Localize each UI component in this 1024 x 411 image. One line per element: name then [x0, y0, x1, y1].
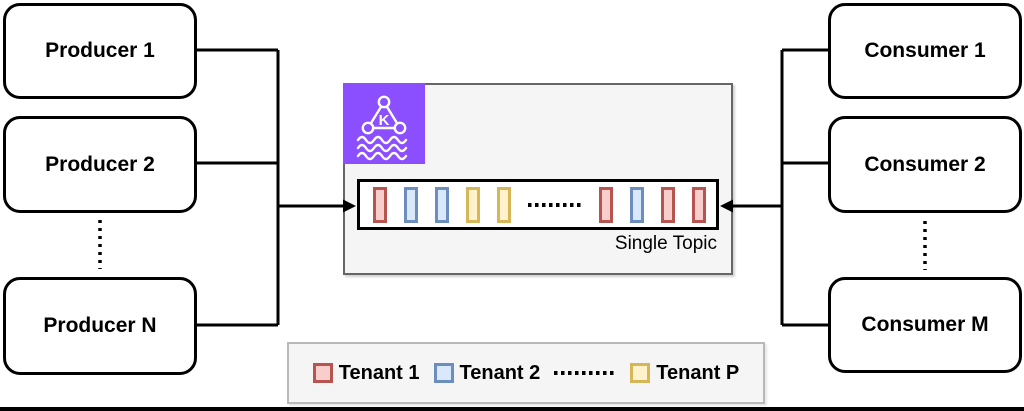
- consumer-m-box: Consumer M: [828, 277, 1022, 373]
- bottom-border-bar: [0, 407, 1024, 411]
- consumer-m-label: Consumer M: [861, 313, 989, 336]
- legend-swatch-tenantP: [630, 363, 651, 383]
- legend-item-tenant-2: Tenant 2: [433, 361, 541, 385]
- topic-messages: [373, 186, 706, 223]
- message-tenantP: [466, 186, 480, 223]
- message-tenant1: [661, 186, 675, 223]
- consumer-1-box: Consumer 1: [828, 3, 1022, 99]
- message-tenantP: [497, 186, 511, 223]
- consumer-1-label: Consumer 1: [864, 39, 986, 62]
- message-tenant2: [404, 186, 418, 223]
- producer-1-label: Producer 1: [45, 39, 155, 62]
- message-tenant2: [435, 186, 449, 223]
- single-topic-label: Single Topic: [614, 233, 717, 254]
- consumer-2-box: Consumer 2: [828, 116, 1022, 213]
- producer-2-label: Producer 2: [45, 152, 155, 176]
- message-tenant1: [599, 186, 613, 223]
- legend-label-tenantP: Tenant P: [656, 361, 740, 384]
- single-topic-box: [357, 179, 719, 230]
- producer-1-box: Producer 1: [3, 3, 197, 99]
- kafka-letter: K: [379, 112, 390, 129]
- topic-ellipsis-dots: [528, 202, 582, 207]
- legend-label-tenant1: Tenant 1: [338, 361, 420, 384]
- legend-swatch-tenant1: [312, 363, 333, 383]
- kafka-msk-icon: K: [343, 83, 425, 164]
- producer-n-label: Producer N: [43, 314, 157, 337]
- message-tenant2: [630, 186, 644, 223]
- legend-swatch-tenant2: [433, 363, 454, 383]
- legend-label-tenant2: Tenant 2: [459, 361, 541, 384]
- producer-2-box: Producer 2: [3, 116, 197, 213]
- legend-item-tenant-1: Tenant 1: [312, 361, 420, 385]
- message-tenant1: [373, 186, 387, 223]
- tenant-legend: Tenant 1 Tenant 2 Tenant P: [287, 342, 765, 404]
- legend-item-tenant-p: Tenant P: [630, 362, 739, 385]
- consumer-2-label: Consumer 2: [864, 152, 986, 176]
- producer-n-box: Producer N: [3, 277, 197, 375]
- message-tenant1: [692, 186, 706, 223]
- legend-ellipsis-dots: [554, 371, 617, 375]
